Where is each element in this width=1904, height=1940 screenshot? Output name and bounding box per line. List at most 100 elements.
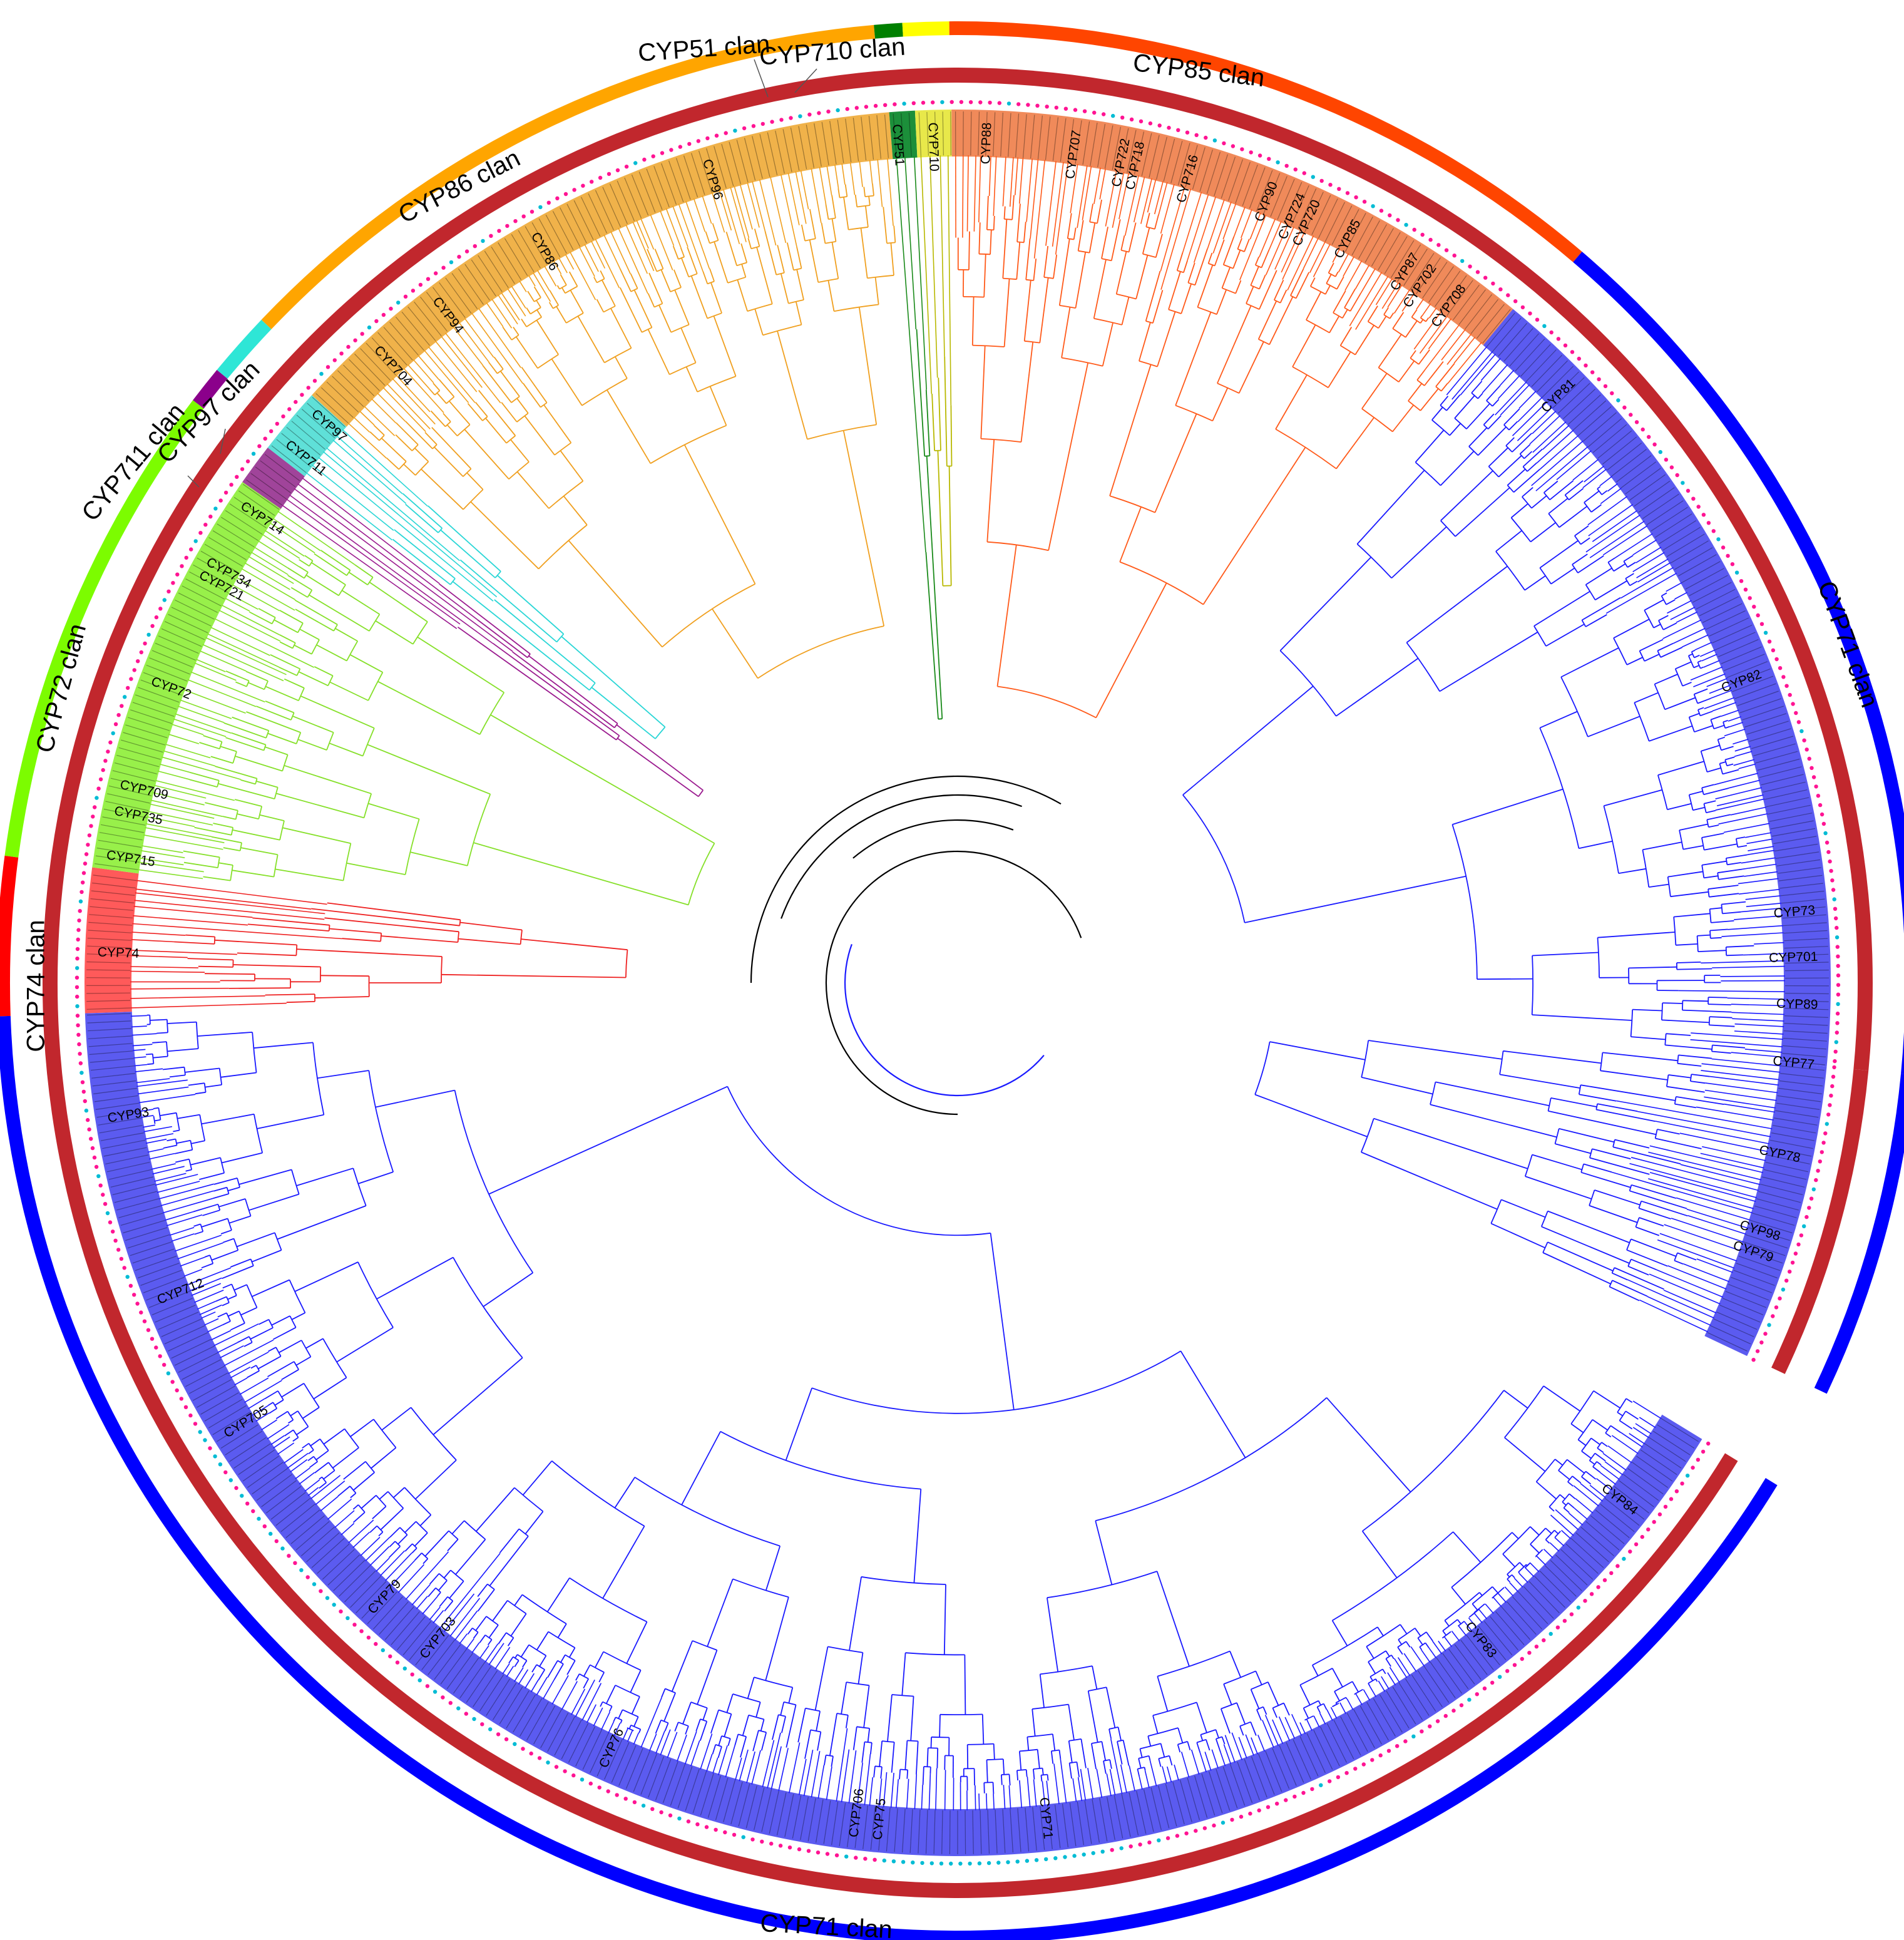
tree-branch — [1385, 1658, 1391, 1667]
tree-node-arc — [1507, 485, 1515, 493]
tree-branch — [1101, 1741, 1107, 1761]
tree-leaf-branch — [655, 1730, 665, 1754]
tree-node-arc — [1688, 794, 1694, 811]
tree-branch — [1023, 222, 1026, 243]
tree-node-arc — [1691, 651, 1695, 658]
tree-leaf-branch — [277, 510, 356, 565]
tree-branch — [1504, 1437, 1546, 1472]
tree-branch — [990, 1233, 1015, 1410]
tree-branch — [1303, 1708, 1309, 1719]
marker-dot — [949, 1861, 953, 1866]
tree-leaf-branch — [1512, 401, 1548, 436]
tree-leaf-branch — [248, 556, 294, 584]
tree-branch — [1612, 1280, 1648, 1297]
tree-branch — [1495, 530, 1522, 552]
tree-leaf-branch — [138, 1094, 196, 1104]
tree-branch — [1439, 631, 1538, 692]
tree-node-arc — [1256, 1706, 1264, 1710]
tree-leaf-branch — [1754, 942, 1784, 945]
marker-dot — [555, 196, 560, 200]
tree-node-arc — [1724, 759, 1727, 766]
marker-dot — [193, 539, 198, 543]
tree-branch — [1709, 907, 1722, 910]
marker-dot — [1319, 1783, 1323, 1787]
tree-leaf-branch — [360, 1536, 381, 1556]
tree-leaf-branch — [1549, 1542, 1560, 1552]
tree-leaf-branch — [711, 192, 725, 233]
tree-branch — [899, 1769, 901, 1780]
tree-branch — [1435, 1081, 1550, 1107]
tree-branch — [796, 269, 804, 300]
tree-branch — [243, 1342, 253, 1347]
marker-dot — [1292, 1794, 1297, 1799]
tree-node-arc — [404, 1487, 432, 1516]
tree-branch — [683, 444, 756, 585]
marker-dot — [1835, 1021, 1840, 1025]
tree-branch — [1512, 1532, 1519, 1539]
leaf-band-cyp51 — [889, 110, 918, 160]
marker-dot — [988, 100, 992, 105]
tree-branch — [1410, 350, 1416, 359]
tree-branch — [154, 1119, 161, 1122]
marker-dot — [489, 234, 493, 238]
tree-node-arc — [1524, 1154, 1533, 1177]
tree-branch — [1273, 279, 1284, 300]
tree-branch — [883, 207, 888, 244]
tree-branch — [248, 682, 265, 690]
tree-leaf-branch — [439, 1553, 501, 1629]
marker-dot — [1799, 1233, 1804, 1238]
tree-leaf-branch — [1718, 813, 1768, 825]
tree-branch — [1257, 300, 1277, 340]
tree-branch — [1361, 1531, 1398, 1578]
tree-node-arc — [1504, 1385, 1544, 1438]
tree-branch — [258, 1318, 269, 1325]
tree-branch — [1676, 1096, 1724, 1105]
tree-branch — [1532, 1014, 1632, 1021]
marker-dot — [426, 277, 431, 281]
tree-branch — [980, 346, 986, 439]
marker-dot — [1428, 237, 1433, 242]
tree-branch — [299, 559, 310, 567]
tree-leaf-branch — [1739, 888, 1780, 895]
tree-leaf-branch — [221, 604, 280, 635]
tree-leaf-branch — [1710, 690, 1732, 699]
tree-leaf-branch — [1447, 342, 1482, 384]
tree-branch — [560, 274, 567, 285]
tree-leaf-branch — [195, 659, 226, 672]
tree-branch — [1108, 1728, 1112, 1739]
marker-dot — [1629, 413, 1633, 417]
tree-leaf-branch — [665, 208, 682, 248]
tree-branch — [1501, 1199, 1546, 1218]
tree-leaf-branch — [622, 1728, 629, 1740]
marker-dot — [1301, 1790, 1306, 1795]
tree-node-arc — [1725, 858, 1728, 865]
tree-leaf-branch — [1112, 172, 1125, 228]
tree-leaf-branch — [1030, 159, 1039, 239]
tree-branch — [392, 538, 451, 585]
tree-branch — [492, 1600, 508, 1621]
tree-branch — [616, 724, 704, 791]
tree-leaf-branch — [610, 231, 631, 274]
tree-branch — [925, 389, 931, 456]
tree-node-arc — [508, 461, 530, 480]
tree-leaf-branch — [130, 970, 205, 973]
tree-node-arc — [298, 687, 305, 701]
tree-node-arc — [1585, 584, 1596, 600]
tree-node-arc — [333, 624, 338, 632]
tree-node-arc — [627, 1727, 634, 1732]
tree-branch — [1717, 736, 1725, 741]
tree-branch — [814, 1646, 829, 1711]
tree-branch — [727, 1738, 731, 1746]
tree-branch — [742, 1715, 749, 1736]
marker-dot — [1072, 1854, 1077, 1858]
tree-branch — [1574, 525, 1589, 536]
tree-node-arc — [665, 1688, 676, 1694]
tree-branch — [681, 1431, 721, 1506]
marker-dot — [1832, 897, 1836, 901]
tree-leaf-branch — [1319, 1713, 1326, 1725]
tree-leaf-branch — [770, 1746, 782, 1790]
marker-dot — [1505, 1669, 1510, 1673]
tree-node-arc — [232, 751, 237, 764]
family-ring-arc — [42, 67, 1873, 1898]
tree-branch — [747, 1676, 755, 1699]
